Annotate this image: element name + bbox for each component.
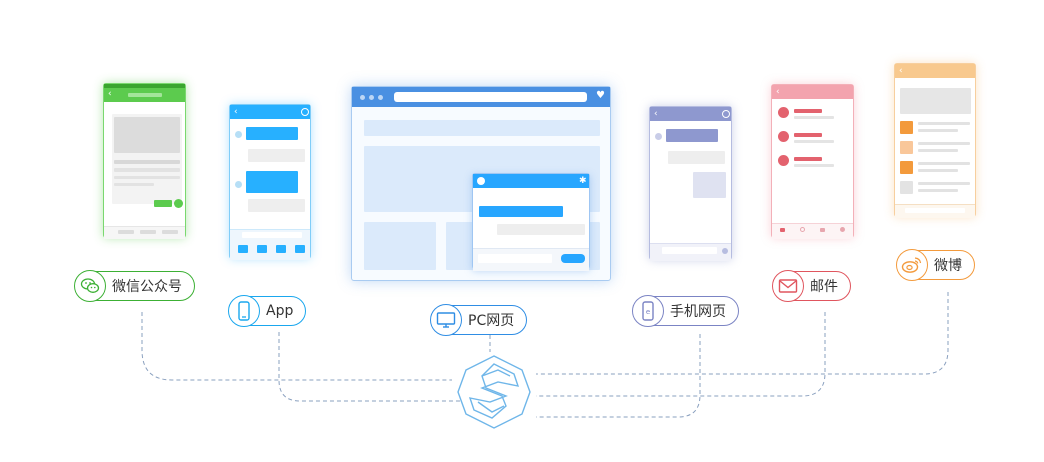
hub-logo-icon bbox=[457, 355, 531, 429]
wechat-preview-card: ‹ bbox=[103, 83, 186, 239]
back-icon: ‹ bbox=[234, 107, 238, 117]
connector-mail bbox=[536, 312, 826, 397]
back-icon: ‹ bbox=[654, 109, 658, 119]
pc-browser-preview-card: ♥ ✱ bbox=[351, 86, 611, 281]
connector-weibo bbox=[536, 292, 949, 375]
mobile-web-icon: e bbox=[632, 295, 664, 327]
back-icon: ‹ bbox=[899, 66, 903, 76]
channel-pill-mail[interactable]: 邮件 bbox=[772, 270, 851, 302]
channel-pill-app[interactable]: App bbox=[228, 295, 307, 327]
channel-label-weibo: 微博 bbox=[934, 258, 962, 274]
channel-label-wechat: 微信公众号 bbox=[112, 279, 182, 295]
address-bar bbox=[394, 92, 587, 102]
weibo-preview-card: ‹ bbox=[894, 63, 976, 218]
connector-wechat bbox=[141, 312, 452, 381]
heart-icon: ♥ bbox=[596, 90, 605, 101]
send-button bbox=[561, 254, 585, 263]
phone-icon bbox=[228, 295, 260, 327]
channel-pill-weibo[interactable]: 微博 bbox=[896, 249, 975, 281]
monitor-icon bbox=[430, 304, 462, 336]
back-icon: ‹ bbox=[108, 89, 112, 99]
mobile-web-preview-card: ‹ bbox=[649, 106, 732, 261]
avatar bbox=[477, 177, 485, 185]
gear-icon: ✱ bbox=[579, 176, 587, 186]
channel-label-app: App bbox=[266, 303, 294, 319]
channel-label-pc: PC网页 bbox=[468, 313, 515, 329]
channel-label-mobile-web: 手机网页 bbox=[670, 304, 726, 320]
image-icon bbox=[693, 172, 726, 198]
wechat-icon bbox=[74, 270, 106, 302]
connector-app bbox=[278, 332, 460, 402]
chat-popup-window: ✱ bbox=[472, 173, 590, 271]
mail-icon bbox=[772, 270, 804, 302]
mail-preview-card: ‹ bbox=[771, 84, 854, 239]
app-preview-card: ‹ bbox=[229, 104, 311, 260]
channel-pill-pc[interactable]: PC网页 bbox=[430, 304, 528, 336]
channel-pill-mobile-web[interactable]: e 手机网页 bbox=[632, 295, 739, 327]
connector-mobile bbox=[536, 334, 701, 418]
user-icon bbox=[301, 108, 309, 116]
svg-text:e: e bbox=[646, 308, 650, 316]
weibo-icon bbox=[896, 249, 928, 281]
back-icon: ‹ bbox=[776, 87, 780, 97]
channel-label-mail: 邮件 bbox=[810, 279, 838, 295]
channel-pill-wechat[interactable]: 微信公众号 bbox=[74, 270, 195, 302]
user-icon bbox=[722, 110, 730, 118]
